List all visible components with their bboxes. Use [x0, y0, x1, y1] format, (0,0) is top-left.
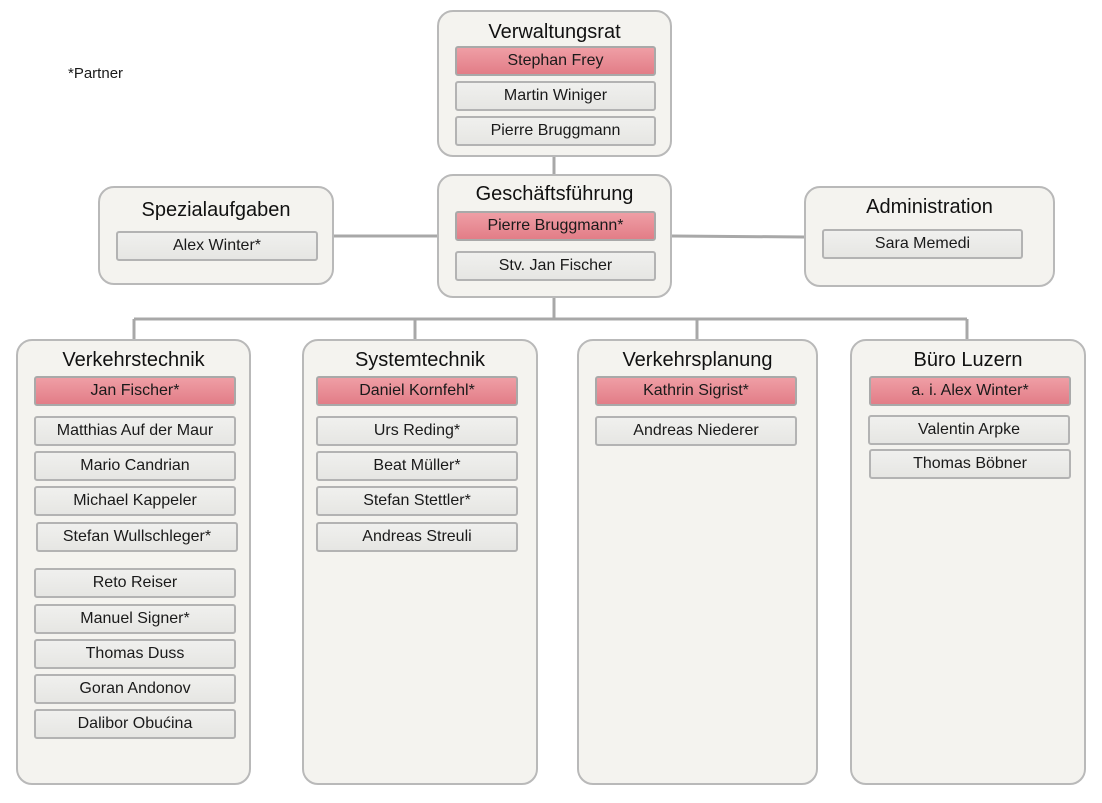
- department-member-chip: Thomas Böbner: [869, 449, 1071, 479]
- special-title: Spezialaufgaben: [141, 199, 291, 221]
- management-member-chip: Stv. Jan Fischer: [455, 251, 656, 281]
- department-member-chip: Michael Kappeler: [34, 486, 236, 516]
- admin-member-chip: Sara Memedi: [822, 229, 1023, 259]
- board-title: Verwaltungsrat: [488, 21, 621, 43]
- department-title: Systemtechnik: [354, 349, 486, 371]
- department-title: Verkehrsplanung: [622, 349, 773, 371]
- special-member-chip: Alex Winter*: [116, 231, 318, 261]
- department-title: Büro Luzern: [913, 349, 1023, 371]
- department-member-chip: Matthias Auf der Maur: [34, 416, 236, 446]
- department-member-chip: Dalibor Obućina: [34, 709, 236, 739]
- department-member-chip: Manuel Signer*: [34, 604, 236, 634]
- management-panel: Geschäftsführung Pierre Bruggmann* Stv. …: [437, 174, 672, 298]
- board-panel: Verwaltungsrat Stephan Frey Martin Winig…: [437, 10, 672, 157]
- admin-panel: Administration Sara Memedi: [804, 186, 1055, 287]
- department-member-chip: Reto Reiser: [34, 568, 236, 598]
- board-member-chip: Pierre Bruggmann: [455, 116, 656, 146]
- department-member-chip: Kathrin Sigrist*: [595, 376, 797, 406]
- department-member-chip: Goran Andonov: [34, 674, 236, 704]
- department-member-chip: Jan Fischer*: [34, 376, 236, 406]
- special-panel: Spezialaufgaben Alex Winter*: [98, 186, 334, 285]
- department-member-chip: Mario Candrian: [34, 451, 236, 481]
- department-panel-systemtechnik: Systemtechnik Daniel Kornfehl* Urs Redin…: [302, 339, 538, 785]
- partner-legend: *Partner: [68, 65, 124, 82]
- department-member-chip: Andreas Streuli: [316, 522, 518, 552]
- department-panel-buero-luzern: Büro Luzern a. i. Alex Winter* Valentin …: [850, 339, 1086, 785]
- department-member-chip: Stefan Stettler*: [316, 486, 518, 516]
- department-title: Verkehrstechnik: [62, 349, 205, 371]
- department-member-chip: Andreas Niederer: [595, 416, 797, 446]
- department-member-chip: Beat Müller*: [316, 451, 518, 481]
- board-member-chip: Stephan Frey: [455, 46, 656, 76]
- department-panel-verkehrsplanung: Verkehrsplanung Kathrin Sigrist* Andreas…: [577, 339, 818, 785]
- department-member-chip: Thomas Duss: [34, 639, 236, 669]
- management-member-chip: Pierre Bruggmann*: [455, 211, 656, 241]
- admin-title: Administration: [866, 196, 993, 218]
- board-member-chip: Martin Winiger: [455, 81, 656, 111]
- department-member-chip: a. i. Alex Winter*: [869, 376, 1071, 406]
- department-member-chip: Daniel Kornfehl*: [316, 376, 518, 406]
- management-title: Geschäftsführung: [475, 183, 634, 205]
- department-member-chip: Urs Reding*: [316, 416, 518, 446]
- department-member-chip: Stefan Wullschleger*: [36, 522, 238, 552]
- department-panel-verkehrstechnik: Verkehrstechnik Jan Fischer* Matthias Au…: [16, 339, 251, 785]
- department-member-chip: Valentin Arpke: [868, 415, 1070, 445]
